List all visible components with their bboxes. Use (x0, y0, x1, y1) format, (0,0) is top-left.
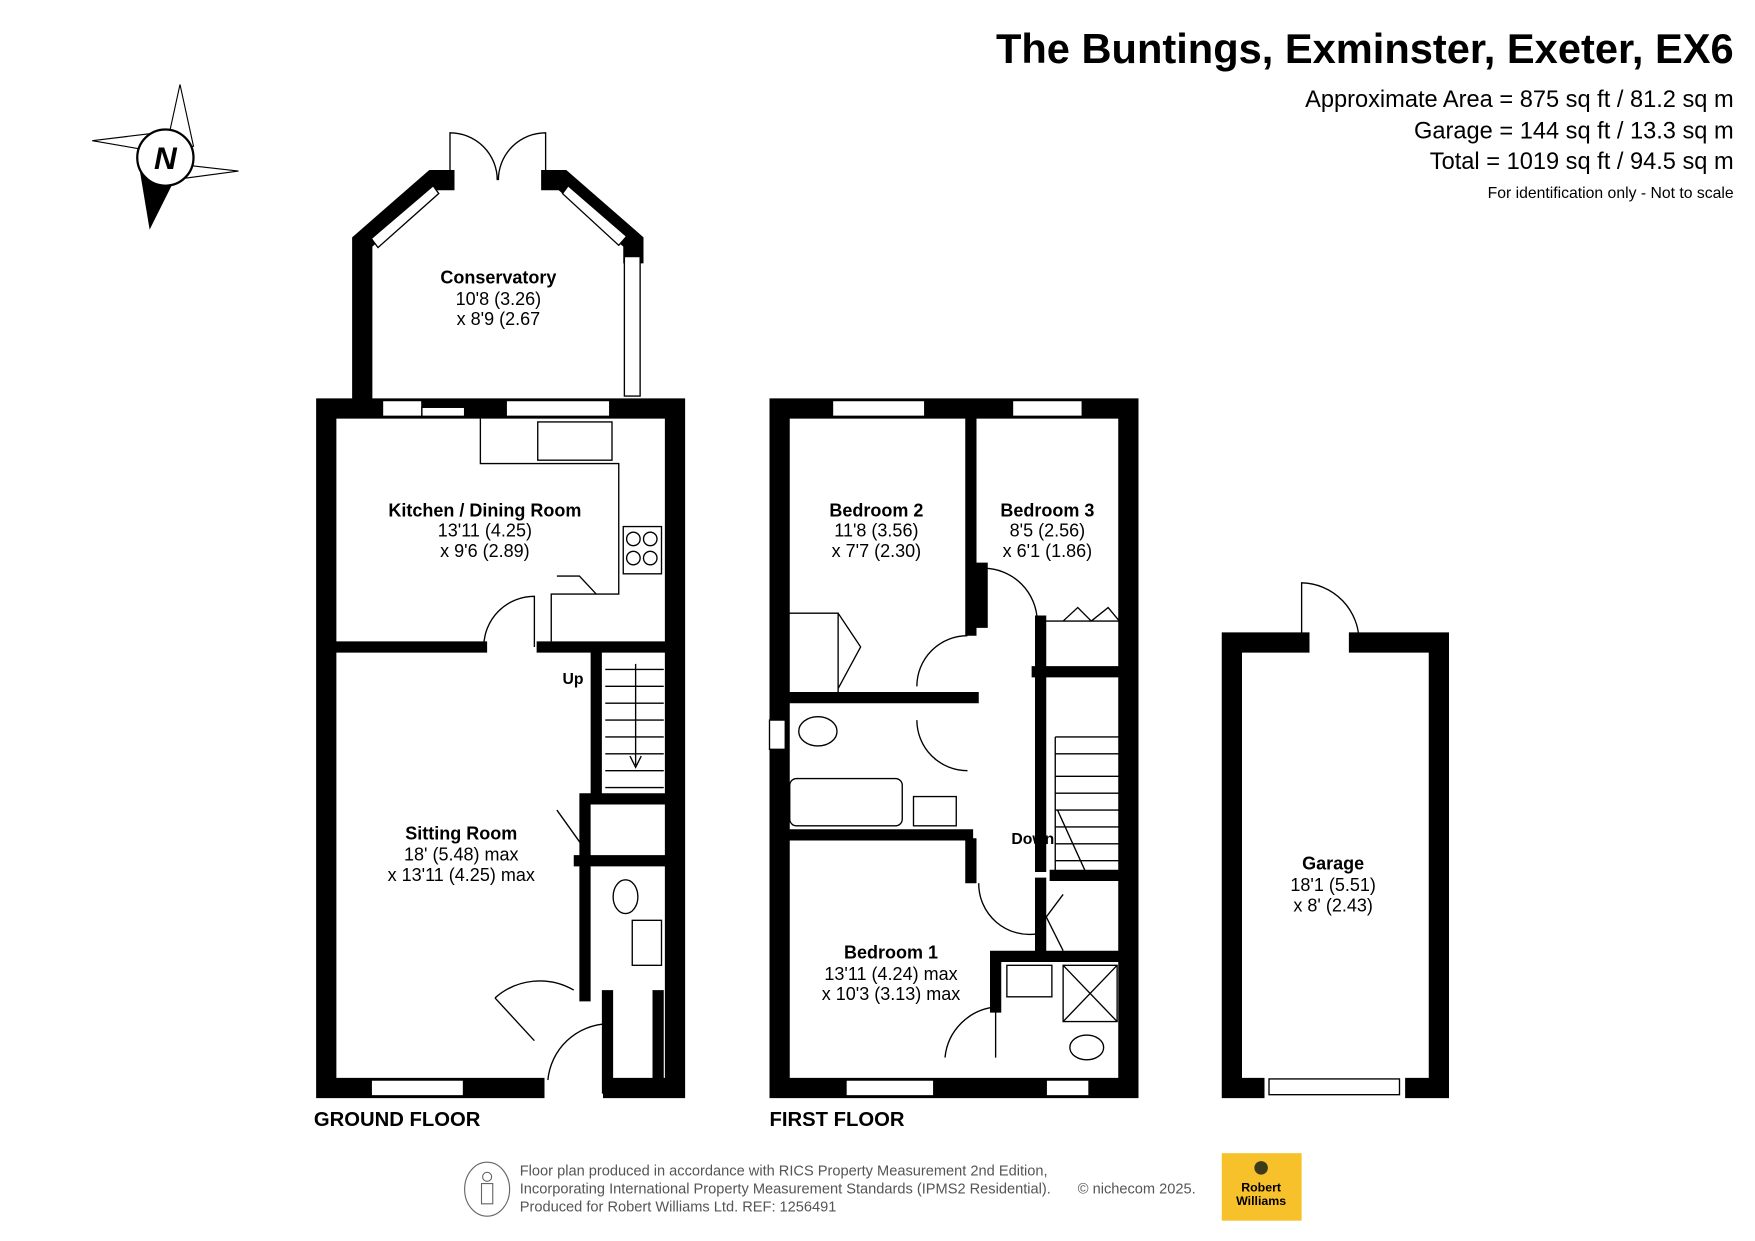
page-title: The Buntings, Exminster, Exeter, EX6 (996, 25, 1734, 72)
svg-text:Incorporating International Pr: Incorporating International Property Mea… (520, 1182, 1051, 1198)
person-icon (464, 1161, 511, 1217)
area-total: Total = 1019 sq ft / 94.5 sq m (1430, 149, 1734, 175)
svg-text:Produced for Robert Williams L: Produced for Robert Williams Ltd. REF: 1… (520, 1200, 837, 1216)
area-approx: Approximate Area = 875 sq ft / 81.2 sq m (1305, 87, 1734, 113)
svg-text:x 7'7 (2.30): x 7'7 (2.30) (832, 541, 921, 561)
room-name-garage: Garage (1302, 854, 1364, 874)
svg-text:Floor plan produced in accorda: Floor plan produced in accordance with R… (520, 1164, 1048, 1180)
svg-text:x 10'3 (3.13) max: x 10'3 (3.13) max (822, 984, 961, 1004)
svg-text:Robert: Robert (1241, 1180, 1281, 1194)
svg-text:x 9'6 (2.89): x 9'6 (2.89) (440, 541, 529, 561)
svg-text:13'11 (4.25): 13'11 (4.25) (438, 521, 532, 541)
first-floor-label: FIRST FLOOR (770, 1109, 905, 1131)
svg-text:N: N (154, 140, 178, 176)
svg-text:x 13'11 (4.25) max: x 13'11 (4.25) max (388, 865, 535, 885)
compass-icon: N (92, 84, 239, 230)
garage-plan: Garage 18'1 (5.51) x 8' (2.43) (1221, 582, 1449, 1099)
first-floor-plan: Down Bedroom 2 11'8 (3.56) x 7'7 (2.30) … (768, 398, 1139, 1131)
area-garage: Garage = 144 sq ft / 13.3 sq m (1414, 118, 1734, 144)
svg-text:11'8 (3.56): 11'8 (3.56) (834, 521, 918, 541)
disclaimer: For identification only - Not to scale (1488, 185, 1734, 202)
svg-text:x 8'9 (2.67: x 8'9 (2.67 (457, 309, 541, 329)
ground-floor-label: GROUND FLOOR (314, 1109, 481, 1131)
svg-text:10'8 (3.26): 10'8 (3.26) (456, 289, 542, 309)
svg-text:18' (5.48) max: 18' (5.48) max (404, 845, 519, 865)
footer: Floor plan produced in accordance with R… (464, 1153, 1302, 1221)
room-name-bedroom-1: Bedroom 1 (844, 943, 938, 963)
svg-text:Williams: Williams (1236, 1194, 1286, 1208)
svg-text:x 6'1 (1.86): x 6'1 (1.86) (1003, 541, 1092, 561)
room-name-bedroom-3: Bedroom 3 (1000, 500, 1094, 520)
room-name-bedroom-2: Bedroom 2 (829, 500, 923, 520)
stairs-up-label: Up (563, 671, 584, 688)
room-name-kitchen: Kitchen / Dining Room (388, 500, 581, 520)
ground-floor-plan: Up Conservatory 10'8 (3.26) x 8'9 (2.67 … (314, 132, 686, 1131)
svg-text:18'1 (5.51): 18'1 (5.51) (1290, 875, 1376, 895)
room-name-conservatory: Conservatory (440, 268, 556, 288)
svg-text:13'11 (4.24) max: 13'11 (4.24) max (824, 964, 957, 984)
stairs-down-label: Down (1011, 831, 1054, 848)
svg-text:8'5 (2.56): 8'5 (2.56) (1010, 521, 1085, 541)
svg-text:x 8' (2.43): x 8' (2.43) (1293, 895, 1372, 915)
room-name-sitting-room: Sitting Room (405, 823, 517, 843)
copyright: © nichecom 2025. (1078, 1182, 1196, 1198)
